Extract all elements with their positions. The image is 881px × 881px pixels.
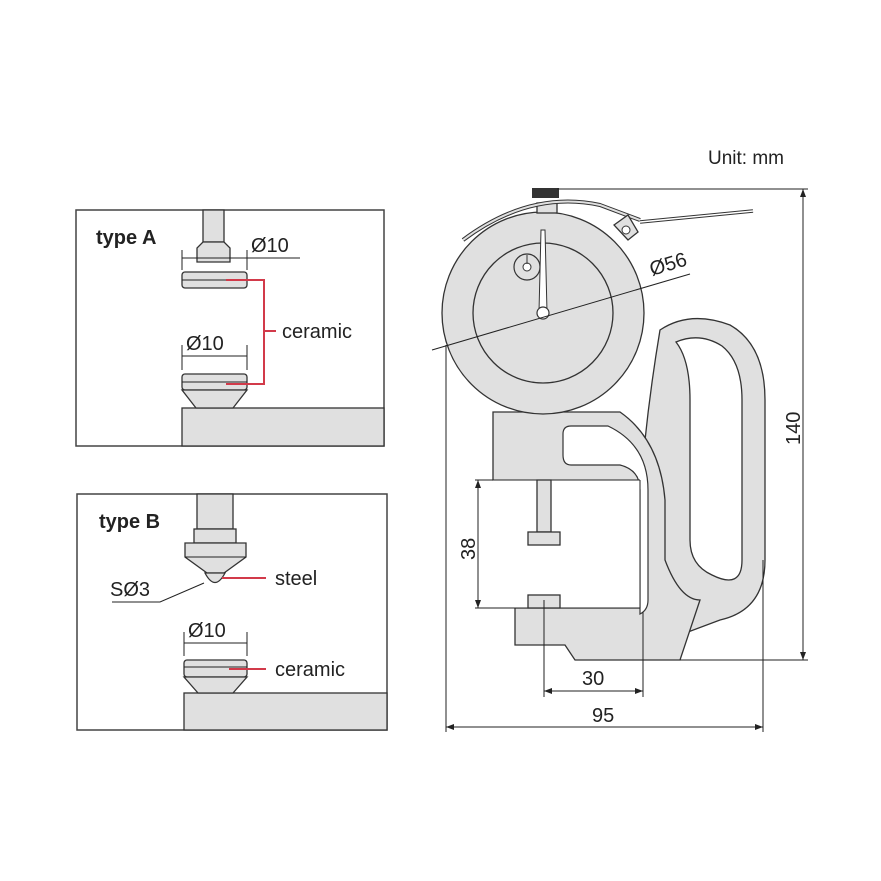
type-b-panel: steel SØ3 Ø10 ceramic type B (76, 493, 388, 731)
gauge-drawing: Ø56 140 38 30 95 (431, 188, 808, 732)
type-a-lower-diameter: Ø10 (186, 333, 224, 355)
type-b-lower-diameter: Ø10 (188, 620, 226, 642)
width-dimension: 95 (592, 705, 614, 727)
type-a-title: type A (96, 227, 156, 249)
height-dimension: 140 (783, 412, 805, 445)
type-b-tip-material: steel (275, 568, 317, 590)
unit-label: Unit: mm (708, 148, 784, 169)
type-b-lower-material: ceramic (275, 659, 345, 681)
type-b-title: type B (99, 511, 160, 533)
type-b-tip-label: SØ3 (110, 579, 150, 601)
type-a-material: ceramic (282, 321, 352, 343)
throat-gap-dimension: 38 (458, 538, 480, 560)
type-a-upper-diameter: Ø10 (251, 235, 289, 257)
type-a-panel: Ø10 Ø10 ceramic type A (75, 209, 385, 447)
throat-depth-dimension: 30 (582, 668, 604, 690)
